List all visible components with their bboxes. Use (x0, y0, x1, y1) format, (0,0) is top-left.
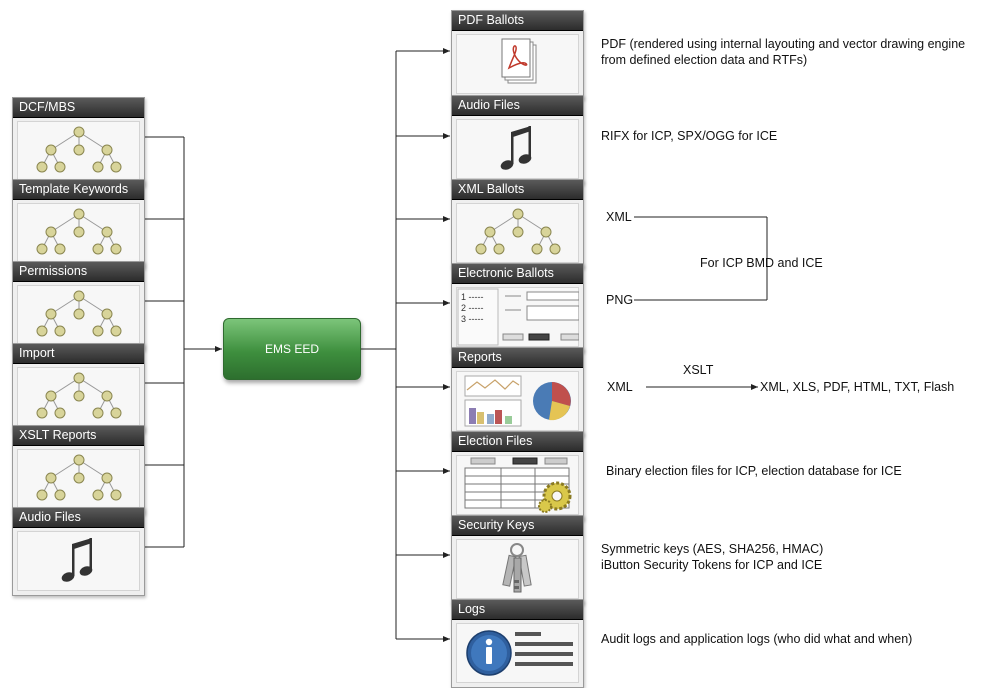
svg-text:3 -----: 3 ----- (461, 314, 484, 324)
output-box-logs: Logs (451, 599, 584, 688)
source-box-import: Import (12, 343, 145, 432)
table-gear-icon (464, 457, 572, 513)
source-box-permissions: Permissions (12, 261, 145, 350)
output-box-election-files: Election Files (451, 431, 584, 520)
annotation-reports-outputs: XML, XLS, PDF, HTML, TXT, Flash (760, 380, 955, 394)
box-title: XML Ballots (452, 180, 583, 200)
box-title: Import (13, 344, 144, 364)
output-box-security-keys: Security Keys (451, 515, 584, 604)
box-title: Security Keys (452, 516, 583, 536)
annotation-pdf: PDF (rendered using internal layouting a… (601, 36, 965, 68)
ems-eed-node: EMS EED (223, 318, 361, 380)
output-box-electronic-ballots: Electronic Ballots 1 ----- 2 ----- 3 ---… (451, 263, 584, 352)
annotation-audio: RIFX for ICP, SPX/OGG for ICE (601, 129, 778, 143)
annotation-reports-xml: XML (607, 380, 633, 394)
output-box-audio-files: Audio Files (451, 95, 584, 184)
ballot-form-icon: 1 ----- 2 ----- 3 ----- (457, 288, 579, 346)
tree-icon (36, 290, 122, 337)
source-box-audio-files: Audio Files (12, 507, 145, 596)
tree-icon (36, 454, 122, 501)
annotation-election: Binary election files for ICP, election … (606, 464, 902, 478)
svg-text:1 -----: 1 ----- (461, 292, 484, 302)
box-title: Template Keywords (13, 180, 144, 200)
info-log-icon (466, 630, 573, 676)
svg-text:2 -----: 2 ----- (461, 303, 484, 313)
box-title: Audio Files (13, 508, 144, 528)
box-title: Reports (452, 348, 583, 368)
annotation-icp-bmd: For ICP BMD and ICE (700, 256, 823, 270)
chart-icon (464, 375, 571, 427)
output-box-xml-ballots: XML Ballots (451, 179, 584, 268)
box-title: Audio Files (452, 96, 583, 116)
tree-icon (36, 126, 122, 173)
box-title: Election Files (452, 432, 583, 452)
output-box-reports: Reports (451, 347, 584, 436)
box-title: DCF/MBS (13, 98, 144, 118)
annotation-pdf-line1: PDF (rendered using internal layouting a… (601, 37, 966, 51)
source-box-dcf-mbs: DCF/MBS (12, 97, 145, 186)
box-title: Logs (452, 600, 583, 620)
source-box-template-keywords: Template Keywords (12, 179, 145, 268)
tree-icon (36, 372, 122, 419)
annotation-pdf-line2: from defined election data and RTFs) (601, 53, 808, 67)
annotation-xslt: XSLT (683, 363, 714, 377)
box-title: Permissions (13, 262, 144, 282)
annotation-logs: Audit logs and application logs (who did… (601, 632, 913, 646)
box-title: XSLT Reports (13, 426, 144, 446)
annotation-keys: Symmetric keys (AES, SHA256, HMAC) iButt… (601, 541, 823, 573)
annotation-keys-line1: Symmetric keys (AES, SHA256, HMAC) (601, 542, 824, 556)
annotation-xml: XML (606, 210, 632, 224)
box-title: PDF Ballots (452, 11, 583, 31)
pdf-document-icon (501, 38, 537, 84)
tree-icon (475, 208, 561, 255)
keys-icon (502, 543, 532, 593)
annotation-keys-line2: iButton Security Tokens for ICP and ICE (601, 558, 823, 572)
music-note-icon (60, 538, 94, 584)
box-title: Electronic Ballots (452, 264, 583, 284)
source-box-xslt-reports: XSLT Reports (12, 425, 145, 514)
output-box-pdf-ballots: PDF Ballots (451, 10, 584, 99)
annotation-png: PNG (606, 293, 634, 307)
tree-icon (36, 208, 122, 255)
music-note-icon (499, 126, 533, 172)
